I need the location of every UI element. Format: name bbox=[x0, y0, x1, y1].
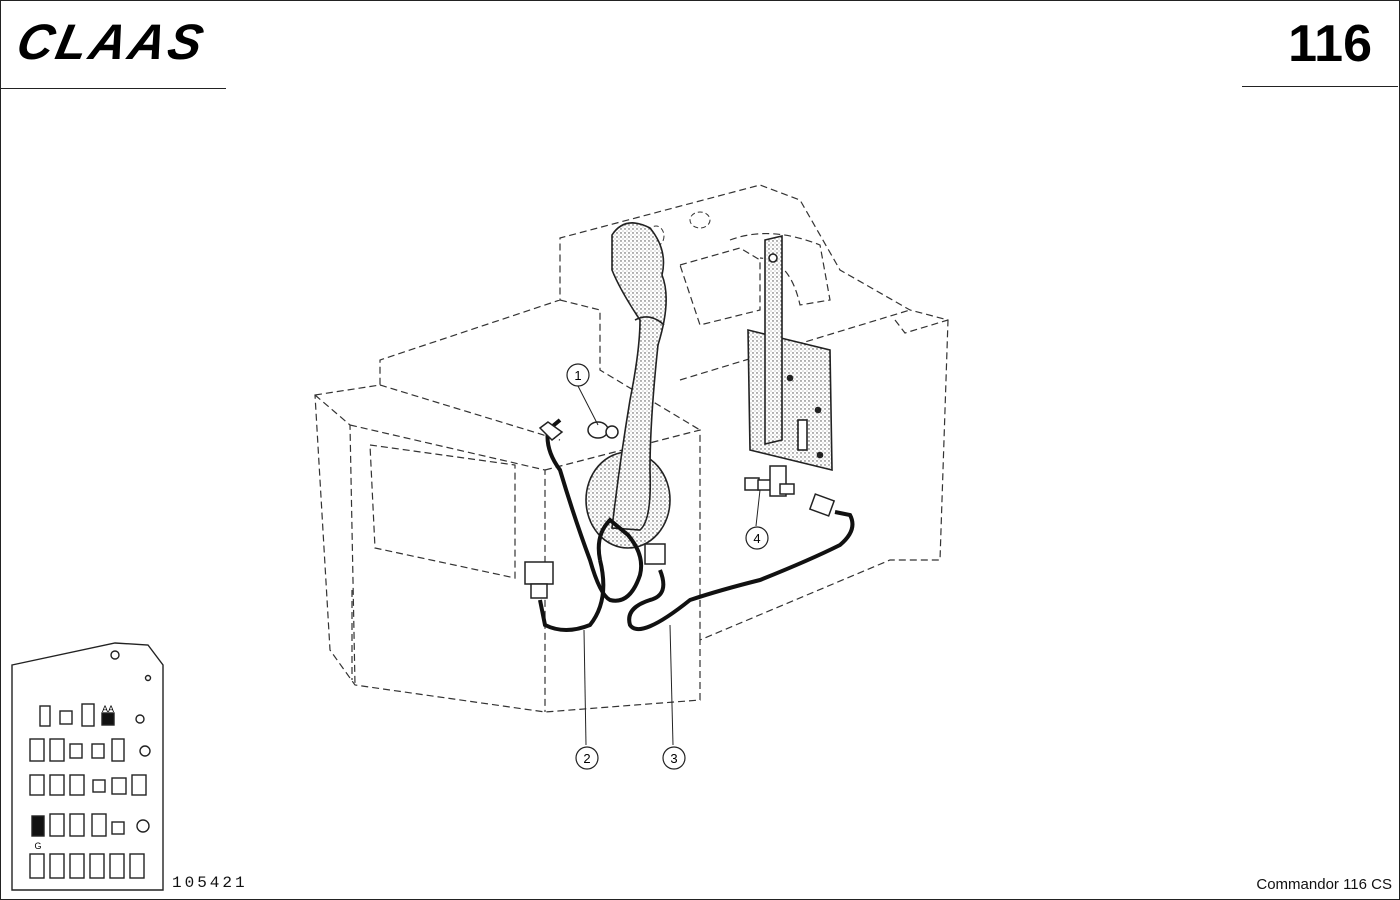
wiring-harness-2 bbox=[538, 418, 644, 632]
harness-connectors bbox=[524, 421, 836, 599]
logo-underline bbox=[0, 88, 226, 89]
switch-part-4 bbox=[744, 465, 795, 497]
callout-2-label: 2 bbox=[583, 751, 590, 766]
thumbnail-label-g: G bbox=[34, 841, 41, 851]
wiring-harness-3 bbox=[627, 510, 855, 631]
callout-leader-lines bbox=[577, 385, 761, 746]
thumbnail-label-aa: AA bbox=[102, 704, 114, 714]
document-number: 105421 bbox=[172, 874, 248, 892]
callout-2: 2 bbox=[575, 746, 599, 770]
page-number-underline bbox=[1242, 86, 1398, 87]
callout-1: 1 bbox=[566, 363, 590, 387]
model-name: Commandor 116 CS bbox=[1256, 876, 1392, 893]
callout-3-label: 3 bbox=[670, 751, 677, 766]
throttle-lever-assembly bbox=[747, 234, 833, 472]
sensor-part-1 bbox=[587, 421, 619, 439]
shift-lever bbox=[585, 222, 671, 549]
locator-thumbnail bbox=[11, 642, 164, 891]
callout-3: 3 bbox=[662, 746, 686, 770]
console-outline bbox=[314, 184, 949, 713]
callout-4-label: 4 bbox=[753, 531, 760, 546]
page-number: 116 bbox=[1288, 15, 1372, 73]
callout-4: 4 bbox=[745, 526, 769, 550]
callout-1-label: 1 bbox=[574, 368, 581, 383]
